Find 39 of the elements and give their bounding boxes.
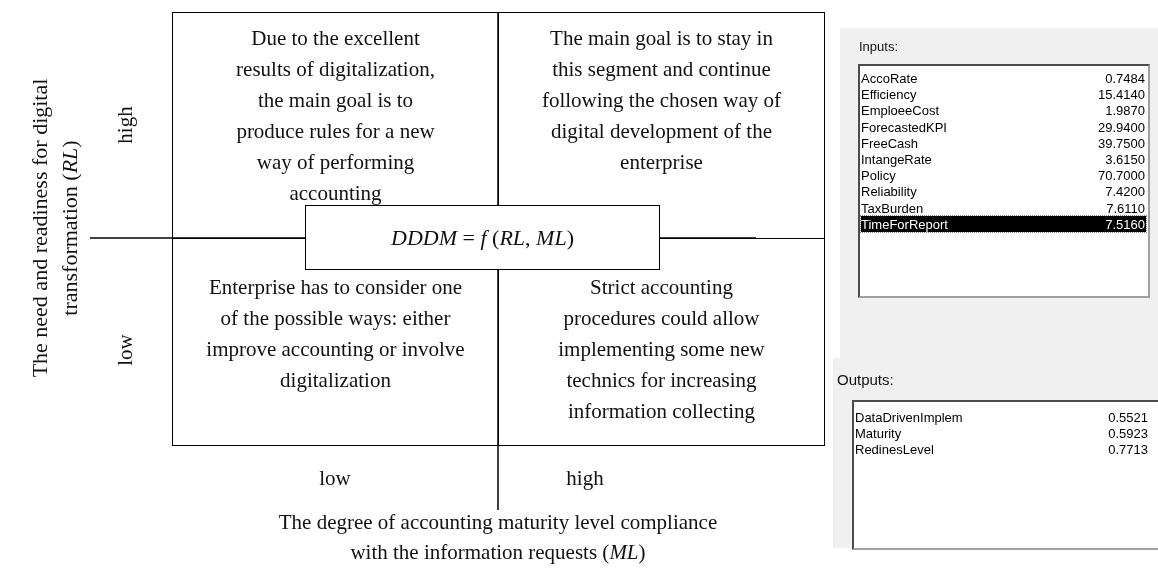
- list-value: 29.9400: [1098, 119, 1145, 136]
- formula-box: [305, 205, 660, 270]
- list-value: 3.6150: [1105, 152, 1145, 168]
- list-item: Policy: [861, 168, 896, 185]
- list-value: 15.4140: [1098, 87, 1145, 104]
- axis-category: high: [112, 106, 138, 144]
- list-item: AccoRate: [861, 71, 918, 87]
- list-item: DataDrivenImplem: [855, 410, 963, 426]
- axis-category: high: [566, 465, 604, 492]
- list-item: TimeForReport: [861, 216, 948, 233]
- formula-text: DDDM = f (RL, ML): [390, 224, 575, 252]
- list-value: 0.5923: [1108, 426, 1148, 443]
- list-value: 7.4200: [1105, 184, 1145, 201]
- list-item: FreeCash: [861, 135, 919, 152]
- section-title: Outputs:: [837, 372, 894, 388]
- list-value: 0.7484: [1105, 71, 1145, 87]
- axis-category: low: [319, 465, 351, 492]
- quadrant-text: The main goal is to stay in this segment and continue following the chosen way of digital development of the enterprise: [541, 25, 782, 176]
- list-item: EmploeeCost: [861, 103, 940, 120]
- list-value: 39.7500: [1098, 135, 1145, 152]
- list-value: 1.9870: [1105, 103, 1145, 120]
- list-item: TaxBurden: [861, 200, 924, 217]
- list-value: 70.7000: [1098, 168, 1145, 185]
- list-value: 7.6110: [1106, 200, 1145, 217]
- axis-category: low: [112, 334, 138, 366]
- list-item: Efficiency: [861, 87, 917, 104]
- list-item: Reliability: [861, 184, 917, 201]
- axis-title: The degree of accounting maturity level compliance with the information requests (ML): [277, 509, 719, 566]
- list-item: IntangeRate: [861, 152, 932, 168]
- quadrant-text: Strict accounting procedures could allow implementing some new technics for increasing information collecting: [557, 274, 766, 425]
- list-value: 7.5160: [1105, 216, 1145, 233]
- quadrant-text: Enterprise has to consider one of the possible ways: either improve accounting or involve digitalization: [205, 274, 466, 394]
- list-item: RedinesLevel: [855, 442, 934, 459]
- list-value: 0.5521: [1108, 410, 1148, 426]
- list-item: Maturity: [855, 426, 902, 443]
- list-item: ForecastedKPI: [861, 119, 947, 136]
- list-value: 0.7713: [1108, 442, 1148, 459]
- quadrant-text: Due to the excellent results of digitalization, the main goal is to produce rules for a new way of performing accounting: [235, 25, 436, 207]
- section-title: Inputs:: [859, 39, 899, 55]
